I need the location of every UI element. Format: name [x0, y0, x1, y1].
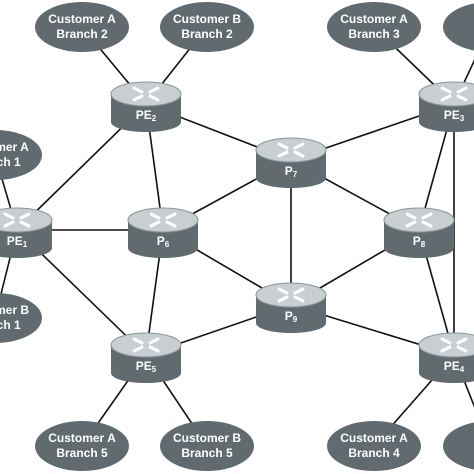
customer-line2: Branch 2 — [181, 27, 233, 41]
customer-line2: Branch 1 — [0, 318, 21, 332]
customer-line2: Branch 4 — [348, 446, 400, 460]
router-icon — [255, 137, 327, 188]
router-label: PE5 — [135, 359, 157, 374]
customer-line2: Branch 2 — [56, 27, 108, 41]
customer-a-branch-2: Customer A Branch 2 — [35, 2, 129, 52]
router-icon — [110, 81, 182, 132]
customer-line2: Branch 1 — [0, 155, 21, 169]
customer-line1: Customer A — [48, 431, 116, 445]
router-p9: P9 — [253, 281, 329, 335]
customer-line2: Branch 5 — [56, 446, 108, 460]
router-pe1: PE1 — [0, 206, 55, 260]
router-icon — [255, 282, 327, 333]
router-pe4: PE4 — [416, 331, 474, 385]
customer-b-branch-5: Customer B Branch 5 — [160, 421, 254, 471]
router-label: P8 — [412, 234, 426, 249]
customer-line1: Customer B — [172, 431, 241, 445]
router-label: PE2 — [135, 108, 157, 123]
router-icon — [127, 207, 199, 258]
customer-line2: Branch 3 — [348, 27, 400, 41]
customer-b-branch-2: Customer B Branch 2 — [160, 2, 254, 52]
customer-a-branch-4: Customer A Branch 4 — [327, 421, 421, 471]
router-icon — [110, 332, 182, 383]
customer-line1: Customer A — [0, 140, 29, 154]
router-p7: P7 — [253, 136, 329, 190]
customer-line1: Customer A — [340, 431, 408, 445]
customer-a-branch-3: Customer A Branch 3 — [327, 2, 421, 52]
router-label: P7 — [284, 164, 298, 179]
router-icon — [418, 81, 474, 132]
router-p6: P6 — [125, 206, 201, 260]
customer-a-branch-5: Customer A Branch 5 — [35, 421, 129, 471]
customer-line1: Customer A — [48, 12, 116, 26]
router-label: PE4 — [443, 359, 465, 374]
router-icon — [383, 207, 455, 258]
router-pe2: PE2 — [108, 80, 184, 134]
router-label: PE3 — [443, 108, 465, 123]
customer-line1: Customer B — [172, 12, 241, 26]
router-icon — [418, 332, 474, 383]
router-pe3: PE3 — [416, 80, 474, 134]
customer-line1: Customer A — [340, 12, 408, 26]
router-label: P9 — [284, 309, 298, 324]
customer-line2: Branch 5 — [181, 446, 233, 460]
router-icon — [0, 207, 53, 258]
router-p8: P8 — [381, 206, 457, 260]
router-label: P6 — [156, 234, 170, 249]
router-pe5: PE5 — [108, 331, 184, 385]
router-label: PE1 — [6, 234, 28, 249]
customer-line1: Customer B — [0, 303, 29, 317]
